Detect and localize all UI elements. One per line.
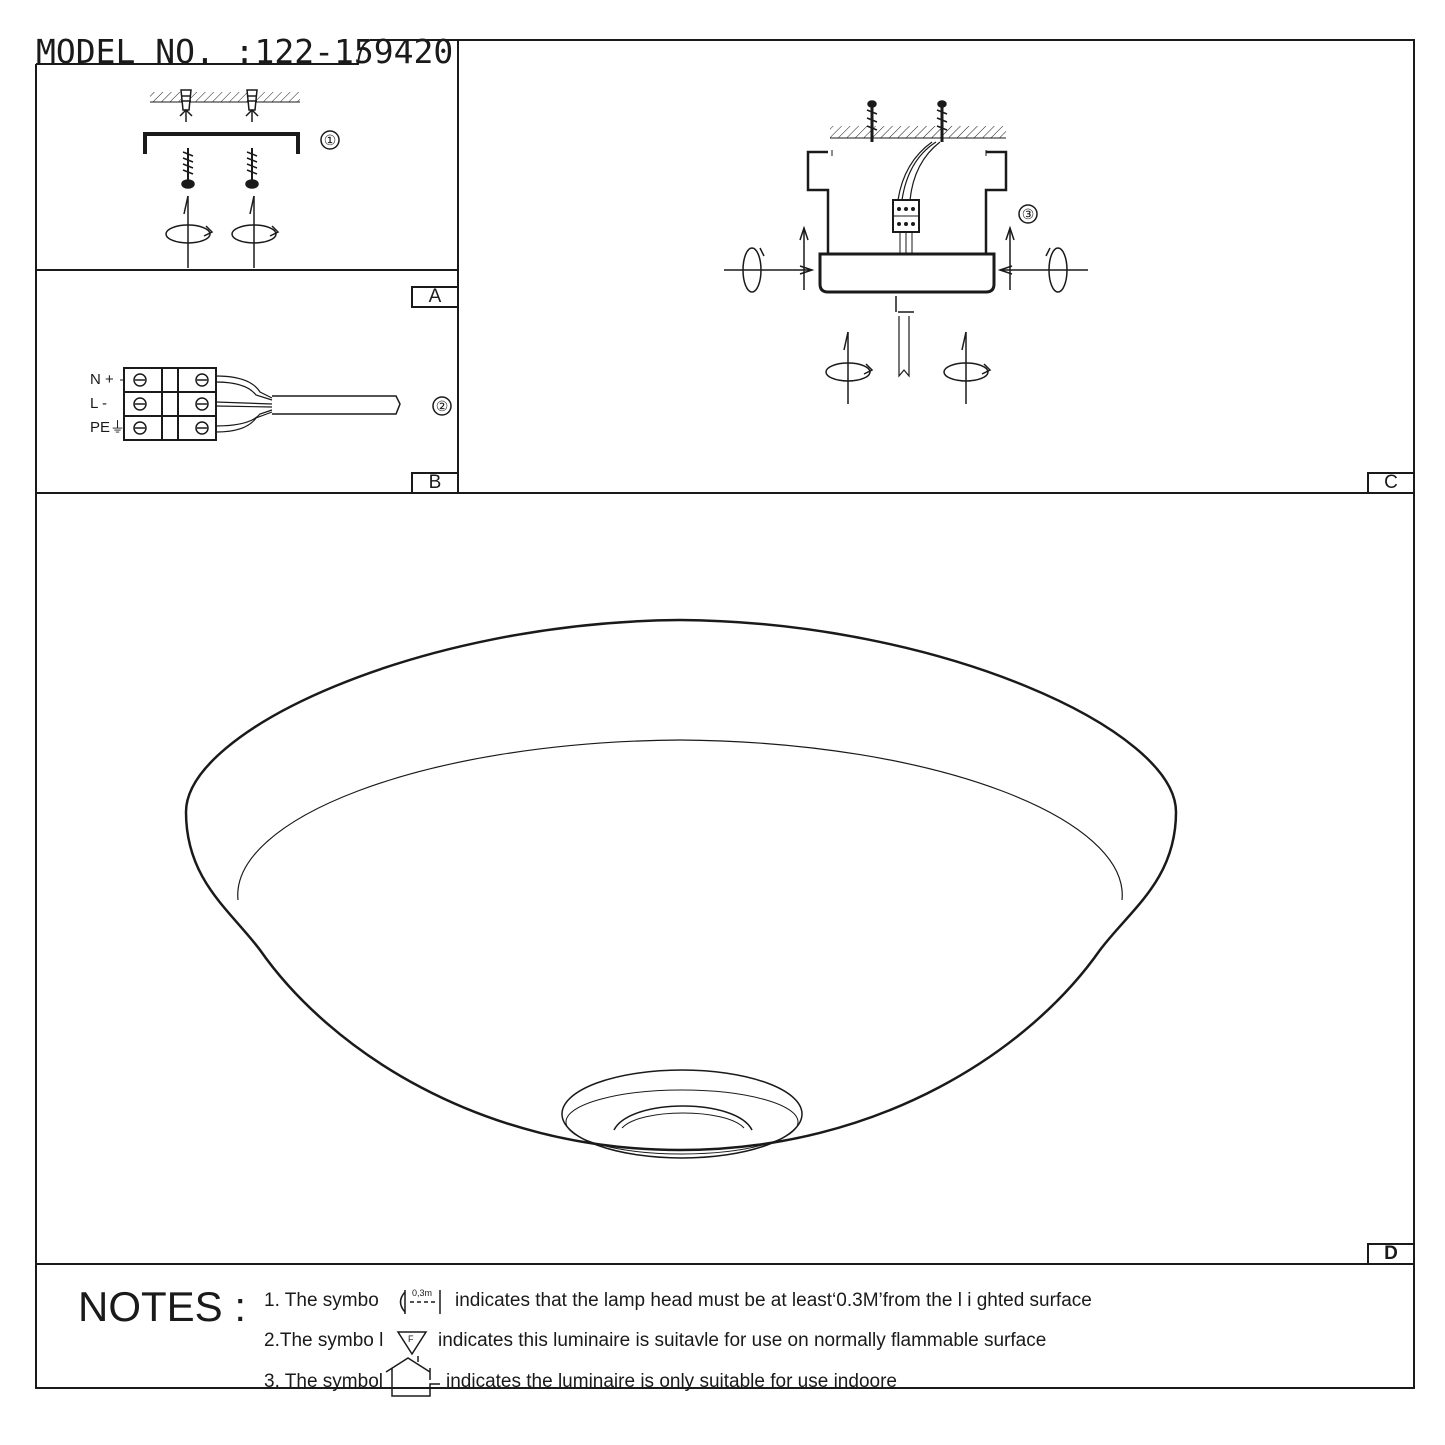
shade-inner-rim [237, 739, 1123, 901]
flammable-surface-icon [396, 1331, 428, 1356]
tag-box-d [1367, 1243, 1415, 1265]
rotate-arrow-icon [165, 195, 214, 268]
step-number-3: ③ [1021, 206, 1035, 222]
sensor-outer-ring [561, 1069, 803, 1159]
ceiling-hatch-c [830, 126, 1006, 138]
note-2-prefix: 2.The symbo l [264, 1330, 384, 1351]
panel-c-drawing [724, 100, 1088, 404]
model-number-title: MODEL NO. :122-159420 [36, 32, 454, 71]
note-2-text: indicates this luminaire is suitavle for… [438, 1330, 1047, 1351]
note-2-symbol-label: F [408, 1334, 414, 1344]
note-symbols [385, 1290, 441, 1397]
note-1-symbol-label: 0,3m [412, 1288, 433, 1298]
step-number-1: ① [323, 132, 337, 148]
panel-tag-c: C [1384, 472, 1398, 493]
wire-label-neutral: N + [90, 371, 114, 388]
indoor-house-icon [385, 1356, 440, 1397]
ceiling-hatch-a [150, 92, 300, 102]
mounting-bracket [143, 132, 300, 154]
wall-plug-icon [179, 89, 193, 122]
canopy-base [818, 252, 996, 294]
terminal-screws [133, 373, 209, 435]
panel-tag-d: D [1384, 1243, 1398, 1264]
wire-label-live: L - [90, 395, 107, 412]
outer-border [35, 39, 1415, 1389]
step-circle-2 [432, 396, 452, 416]
note-1-text: indicates that the lamp head must be at … [455, 1290, 1092, 1311]
lamp-shade-outline [184, 618, 1178, 1152]
step-circle-1 [320, 130, 340, 150]
tag-box-c [1367, 472, 1415, 494]
notes-title: NOTES : [78, 1283, 247, 1330]
note-3-prefix: 3. The symbol [264, 1371, 383, 1392]
screw-icon [181, 148, 195, 189]
screw-icon [936, 100, 948, 142]
tag-box-b [411, 472, 459, 494]
note-1-prefix: 1. The symbo [264, 1290, 379, 1311]
cable [272, 395, 401, 415]
tag-box-a [411, 286, 459, 308]
title-underline [36, 39, 371, 65]
distance-symbol-icon [399, 1290, 441, 1314]
screw-icon [245, 148, 259, 189]
rotate-arrow-icon [997, 225, 1088, 293]
note-3-text: indicates the luminaire is only suitable… [446, 1371, 897, 1392]
rotate-arrow-icon [825, 331, 874, 404]
wall-plug-icon [245, 89, 259, 122]
panel-b-drawing [120, 367, 452, 441]
step-circle-3 [1018, 204, 1038, 224]
panel-a-drawing [143, 89, 340, 268]
panel-d-drawing [184, 618, 1178, 1159]
mains-wires [897, 141, 941, 201]
rotate-arrow-icon [231, 195, 280, 268]
rotate-arrow-icon [724, 225, 815, 293]
wire-label-earth: PE⏚ [90, 419, 126, 436]
panel-tag-b: B [428, 472, 442, 493]
panel-tag-a: A [428, 286, 442, 307]
step-number-2: ② [435, 398, 449, 414]
terminal-block [123, 367, 217, 441]
sensor-dome [613, 1105, 753, 1131]
screw-icon [866, 100, 878, 142]
wires [215, 375, 273, 433]
rotate-arrow-icon [943, 331, 992, 404]
down-cable [898, 316, 910, 378]
